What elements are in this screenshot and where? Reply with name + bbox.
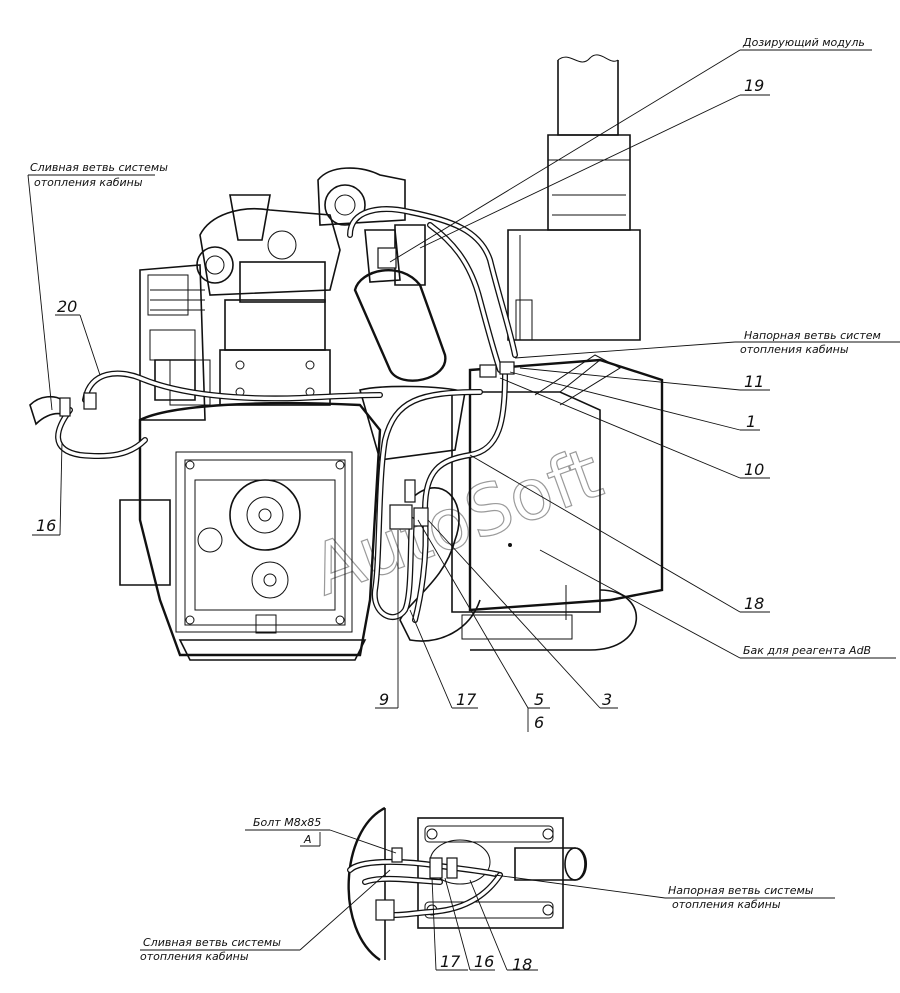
- callout-10: 10: [744, 460, 764, 479]
- detail-callout-18: 18: [512, 955, 532, 974]
- caption-dosing-module: Дозирующий модуль: [742, 36, 865, 49]
- callout-1: 1: [746, 412, 756, 431]
- caption-drain-branch-bottom-line1: Сливная ветвь системы: [143, 936, 281, 949]
- detail-callout-16: 16: [474, 952, 494, 971]
- callout-18: 18: [744, 594, 764, 613]
- caption-pressure-branch-right-line1: Напорная ветвь систем: [744, 329, 881, 342]
- callout-16: 16: [36, 516, 56, 535]
- caption-bolt: Болт М8х85: [253, 816, 321, 829]
- caption-drain-branch-top-line1: Сливная ветвь системы: [30, 161, 168, 174]
- callout-3: 3: [602, 690, 612, 709]
- caption-drain-branch-bottom-line2: отопления кабины: [140, 950, 249, 963]
- callout-20: 20: [57, 297, 77, 316]
- callout-17: 17: [456, 690, 477, 709]
- caption-drain-branch-top-line2: отопления кабины: [34, 176, 143, 189]
- callout-11: 11: [744, 372, 764, 391]
- heating-hoses: [29, 206, 518, 623]
- detail-callout-17: 17: [440, 952, 461, 971]
- reagent-tank: [451, 354, 664, 651]
- caption-pressure-branch-bottom-line2: отопления кабины: [672, 898, 781, 911]
- callout-5: 5: [534, 690, 544, 709]
- caption-pressure-branch-bottom-line1: Напорная ветвь системы: [668, 884, 814, 897]
- detail-view-a: [140, 806, 835, 971]
- caption-view-a: А: [303, 833, 312, 846]
- caption-reagent-tank: Бак для реагента AdB: [743, 644, 871, 657]
- leader-lines: [27, 49, 900, 732]
- engine-block: [119, 167, 406, 661]
- caption-pressure-branch-right-line2: отопления кабины: [740, 343, 849, 356]
- exhaust-stack: [507, 54, 641, 341]
- callout-9: 9: [379, 690, 389, 709]
- callout-6: 6: [534, 713, 544, 732]
- scr-canister: [353, 224, 481, 642]
- callout-19: 19: [744, 76, 764, 95]
